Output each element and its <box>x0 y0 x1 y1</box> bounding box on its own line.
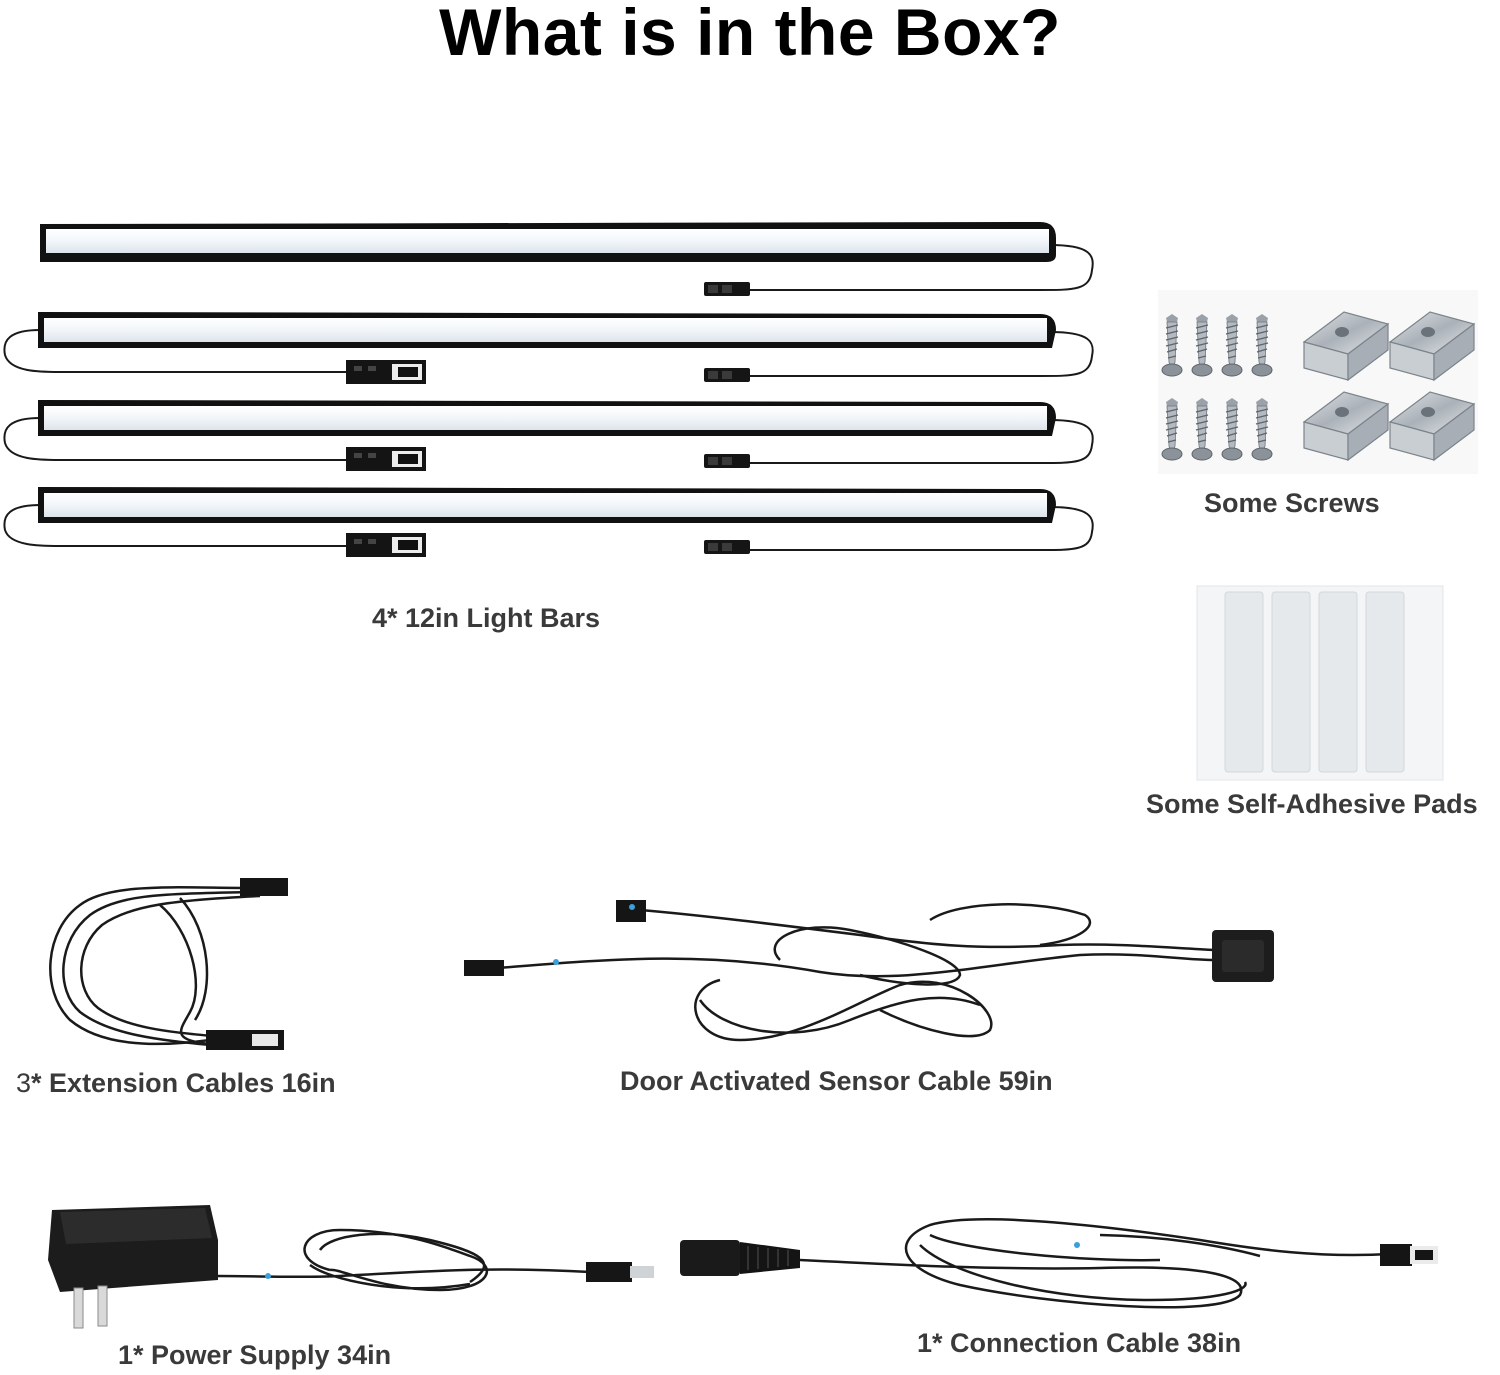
page-title: What is in the Box? <box>439 0 1061 69</box>
label-extension-cables: 3* Extension Cables 16in <box>16 1068 336 1099</box>
extension-text: * Extension Cables 16in <box>31 1068 336 1098</box>
extension-quantity: 3 <box>16 1068 32 1098</box>
light-bar-1 <box>40 222 1094 296</box>
label-sensor-cable: Door Activated Sensor Cable 59in <box>620 1066 1053 1096</box>
power-supply <box>48 1205 654 1329</box>
sensor-cable <box>464 900 1274 1042</box>
label-light-bars: 4* 12in Light Bars <box>372 603 601 633</box>
label-adhesive-pads: Some Self-Adhesive Pads <box>1146 789 1478 819</box>
label-connection-cable: 1* Connection Cable 38in <box>917 1328 1242 1358</box>
label-screws: Some Screws <box>1204 488 1380 518</box>
extension-cable <box>49 878 288 1050</box>
light-bar-3 <box>3 400 1094 471</box>
connection-cable <box>680 1218 1438 1309</box>
screws-and-brackets <box>1158 290 1478 474</box>
adhesive-pads <box>1196 585 1444 781</box>
light-bar-2 <box>3 312 1094 384</box>
light-bar-4 <box>3 487 1094 557</box>
label-power-supply: 1* Power Supply 34in <box>118 1340 392 1370</box>
